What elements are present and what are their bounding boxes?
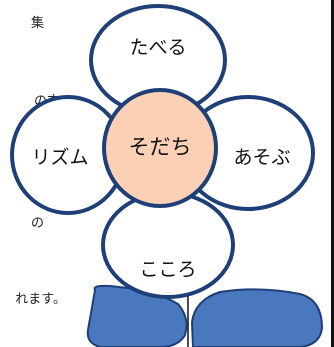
- petal-right-label: あそぶ: [233, 147, 290, 169]
- petal-left-label: リズム: [31, 147, 88, 169]
- left-leaf: [86, 284, 188, 347]
- petal-top-label: たべる: [129, 37, 186, 59]
- center-circle: [102, 88, 218, 208]
- center-label: そだち: [129, 135, 192, 159]
- right-leaf: [190, 288, 324, 347]
- right-border-line: [331, 0, 334, 347]
- petal-bottom: [101, 191, 235, 299]
- petal-bottom-label: こころ: [139, 259, 196, 281]
- text-fragment-1: 集: [30, 16, 44, 31]
- text-fragment-6: れます。: [15, 292, 66, 307]
- text-fragment-5: の: [30, 216, 44, 231]
